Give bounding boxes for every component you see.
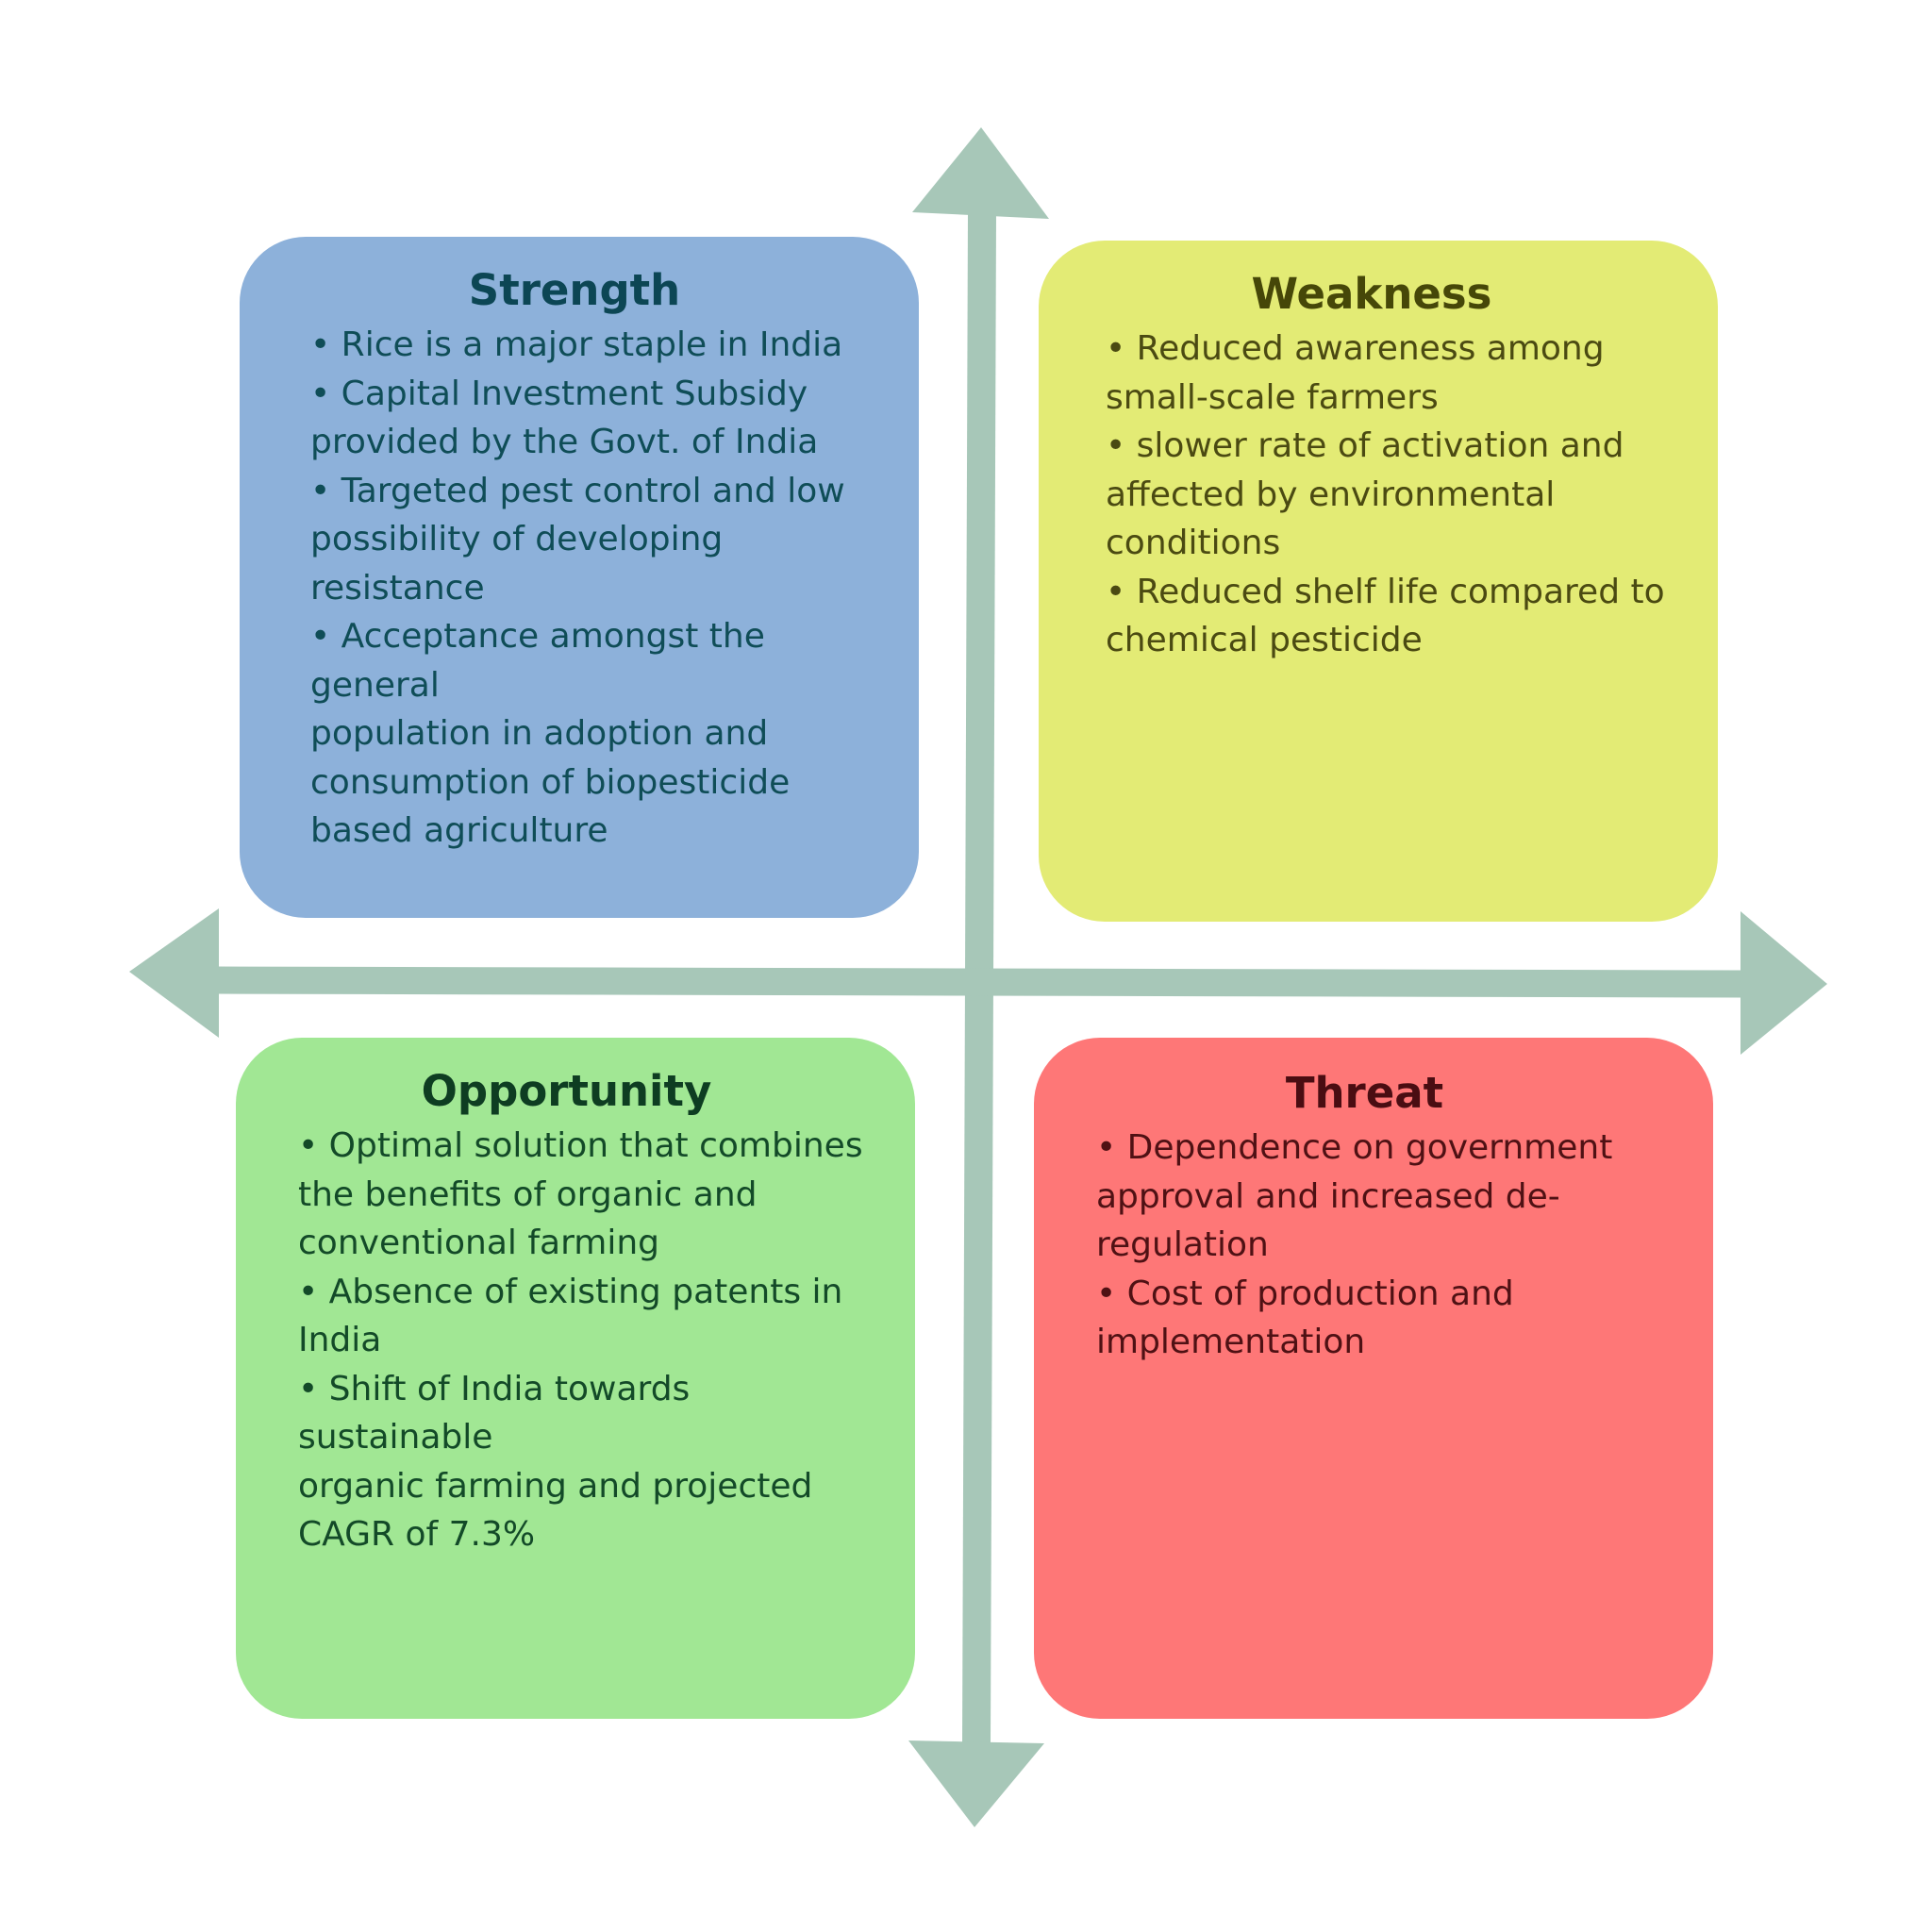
- list-item: • slower rate of activation and: [1106, 426, 1624, 465]
- list-item: • Rice is a major staple in India: [310, 325, 843, 364]
- down-arrow-icon: [908, 1740, 1044, 1827]
- list-item: regulation: [1096, 1225, 1269, 1264]
- threat-quadrant: Threat • Dependence on government approv…: [1034, 1038, 1713, 1719]
- list-item: India: [298, 1321, 382, 1359]
- list-item: based agriculture: [310, 811, 608, 850]
- opportunity-quadrant: Opportunity • Optimal solution that comb…: [236, 1038, 915, 1719]
- weakness-title: Weakness: [1251, 269, 1492, 319]
- list-item: implementation: [1096, 1323, 1366, 1361]
- left-arrow-icon: [129, 908, 219, 1038]
- threat-title: Threat: [1285, 1068, 1444, 1118]
- list-item: • Cost of production and: [1096, 1274, 1514, 1313]
- list-item: consumption of biopesticide: [310, 762, 791, 802]
- list-item: resistance: [310, 568, 485, 608]
- list-item: • Acceptance amongst the: [310, 617, 765, 656]
- opportunity-list: • Optimal solution that combines the ben…: [298, 1122, 877, 1559]
- list-item: affected by environmental: [1106, 475, 1556, 514]
- list-item: • Capital Investment Subsidy: [310, 374, 808, 413]
- list-item: • Targeted pest control and low: [310, 471, 845, 510]
- right-arrow-icon: [1740, 911, 1827, 1055]
- list-item: approval and increased de-: [1096, 1176, 1560, 1216]
- list-item: conditions: [1106, 524, 1281, 562]
- list-item: chemical pesticide: [1106, 621, 1423, 659]
- list-item: organic farming and projected: [298, 1466, 813, 1506]
- list-item: the benefits of organic and: [298, 1174, 758, 1214]
- list-item: CAGR of 7.3%: [298, 1515, 536, 1554]
- list-item: • Optimal solution that combines: [298, 1126, 863, 1165]
- list-item: general: [310, 665, 440, 705]
- strength-list: • Rice is a major staple in India • Capi…: [310, 321, 881, 856]
- list-item: • Reduced awareness among: [1106, 329, 1605, 368]
- up-arrow-icon: [912, 127, 1049, 219]
- weakness-quadrant: Weakness • Reduced awareness among small…: [1039, 241, 1718, 922]
- strength-quadrant: Strength • Rice is a major staple in Ind…: [240, 237, 919, 918]
- threat-list: • Dependence on government approval and …: [1096, 1124, 1675, 1367]
- horizontal-axis-line: [214, 966, 1746, 998]
- list-item: conventional farming: [298, 1224, 660, 1262]
- list-item: provided by the Govt. of India: [310, 423, 819, 461]
- list-item: population in adoption and: [310, 714, 769, 753]
- list-item: small-scale farmers: [1106, 377, 1439, 417]
- list-item: • Reduced shelf life compared to: [1106, 572, 1665, 611]
- horizontal-axis: [129, 908, 1827, 1055]
- list-item: • Absence of existing patents in: [298, 1272, 843, 1311]
- weakness-list: • Reduced awareness among small-scale fa…: [1106, 325, 1680, 665]
- list-item: • Shift of India towards: [298, 1369, 691, 1408]
- strength-title: Strength: [468, 265, 681, 315]
- list-item: possibility of developing: [310, 520, 724, 558]
- list-item: sustainable: [298, 1418, 493, 1457]
- list-item: • Dependence on government: [1096, 1128, 1613, 1167]
- opportunity-title: Opportunity: [421, 1066, 712, 1116]
